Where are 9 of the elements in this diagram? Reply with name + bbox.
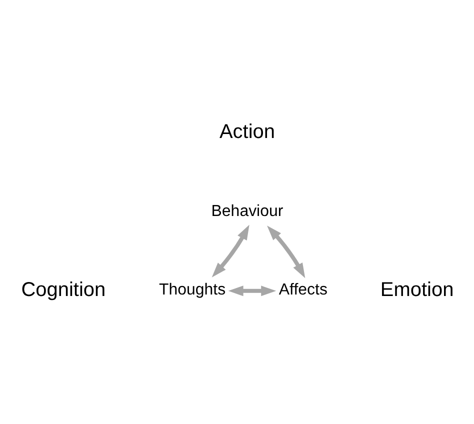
label: Action — [218, 121, 274, 144]
node-text: Behaviour — [210, 202, 283, 220]
node-text: Thoughts — [158, 282, 226, 299]
label: Emotion — [380, 278, 454, 301]
arrow — [266, 226, 305, 278]
node-text: Affects — [278, 282, 327, 299]
label: Cognition — [20, 278, 106, 301]
arrow — [228, 286, 276, 296]
arrow — [211, 224, 249, 278]
